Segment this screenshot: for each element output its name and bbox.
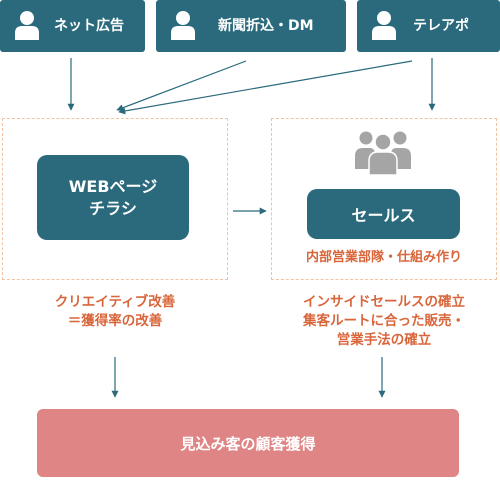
sales-box: セールス bbox=[307, 189, 460, 239]
caption-line: 営業手法の確立 bbox=[336, 332, 432, 348]
source-label: テレアポ bbox=[413, 18, 469, 34]
caption-line: インサイドセールスの確立 bbox=[303, 294, 465, 310]
arrow-teleapo-to-web bbox=[118, 60, 413, 115]
web-page-flyer-box: WEBページ チラシ bbox=[37, 155, 189, 240]
source-box-net-ad: ネット広告 bbox=[0, 0, 145, 52]
person-icon bbox=[372, 11, 396, 40]
result-label: 見込み客の顧客獲得 bbox=[180, 434, 316, 453]
person-icon bbox=[171, 11, 195, 40]
left-dashed-panel bbox=[2, 118, 228, 280]
person-icon bbox=[15, 11, 39, 40]
right-caption: インサイドセールスの確立 集客ルートに合った販売・ 営業手法の確立 bbox=[271, 293, 497, 350]
result-box: 見込み客の顧客獲得 bbox=[37, 409, 459, 477]
source-label: 新聞折込・DM bbox=[218, 18, 314, 34]
caption-line: 集客ルートに合った販売・ bbox=[303, 313, 465, 329]
arrow-dm-to-web bbox=[116, 60, 247, 112]
group-people-icon bbox=[355, 131, 411, 176]
sales-sub-label: 内部営業部隊・仕組み作り bbox=[305, 250, 462, 265]
source-box-teleapo: テレアポ bbox=[357, 0, 500, 52]
sales-label: セールス bbox=[351, 206, 416, 225]
right-dashed-panel bbox=[271, 118, 497, 280]
left-caption: クリエイティブ改善 ＝獲得率の改善 bbox=[2, 293, 228, 331]
caption-line: ＝獲得率の改善 bbox=[67, 313, 163, 329]
box-line: WEBページ bbox=[68, 176, 158, 196]
source-label: ネット広告 bbox=[54, 18, 124, 34]
caption-line: クリエイティブ改善 bbox=[54, 294, 176, 310]
source-box-newspaper-dm: 新聞折込・DM bbox=[156, 0, 346, 52]
box-line: チラシ bbox=[89, 198, 137, 218]
